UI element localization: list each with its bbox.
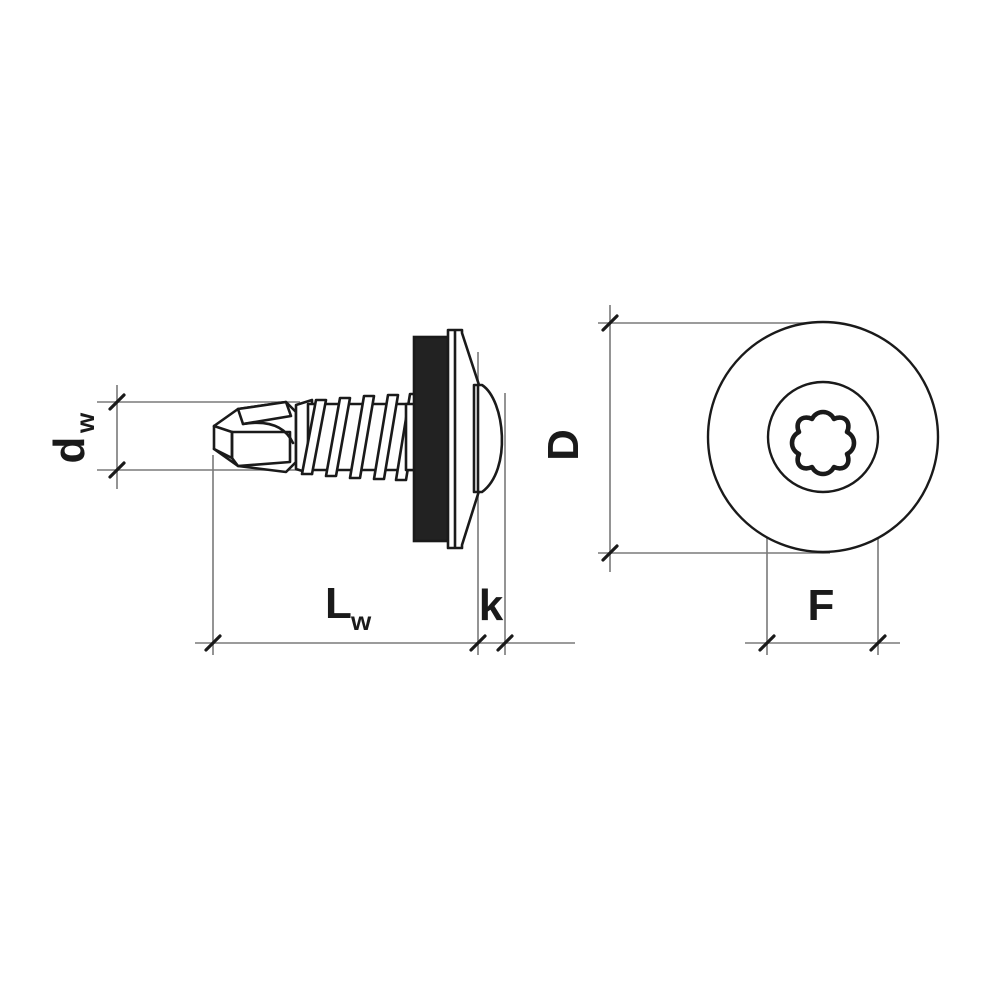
domed-head: [472, 383, 504, 494]
label-dw-symbol: d: [45, 437, 94, 464]
label-Lw-symbol: L: [325, 579, 352, 628]
label-D: D: [539, 429, 588, 461]
thread-turn-4: [372, 393, 400, 481]
label-k: k: [479, 581, 504, 630]
drill-point-flute-upper: [236, 400, 293, 426]
drill-point-nose-top: [212, 424, 234, 434]
dimension-D: [598, 305, 830, 572]
label-F: F: [808, 581, 835, 630]
drill-point: [212, 400, 298, 474]
drill-point-nose-bottom: [212, 447, 234, 460]
dimension-Lw: [195, 352, 575, 655]
sealing-washer: [412, 335, 450, 543]
label-Lw: L w: [325, 579, 372, 636]
label-dw-subscript: w: [70, 412, 100, 434]
label-dw: d w: [45, 412, 100, 463]
torx-socket-icon: [789, 409, 857, 477]
label-D-symbol: D: [539, 429, 588, 461]
thread-turn-3: [348, 394, 376, 480]
label-Lw-subscript: w: [350, 606, 372, 636]
head-top-view: [706, 320, 940, 554]
domed-head-body: [472, 383, 504, 494]
thread-turn-1: [300, 398, 328, 476]
thread-turn-2: [324, 396, 352, 478]
thread-helix: [300, 392, 422, 482]
screw-side-view: [212, 392, 424, 482]
sealing-washer-body: [412, 335, 450, 543]
